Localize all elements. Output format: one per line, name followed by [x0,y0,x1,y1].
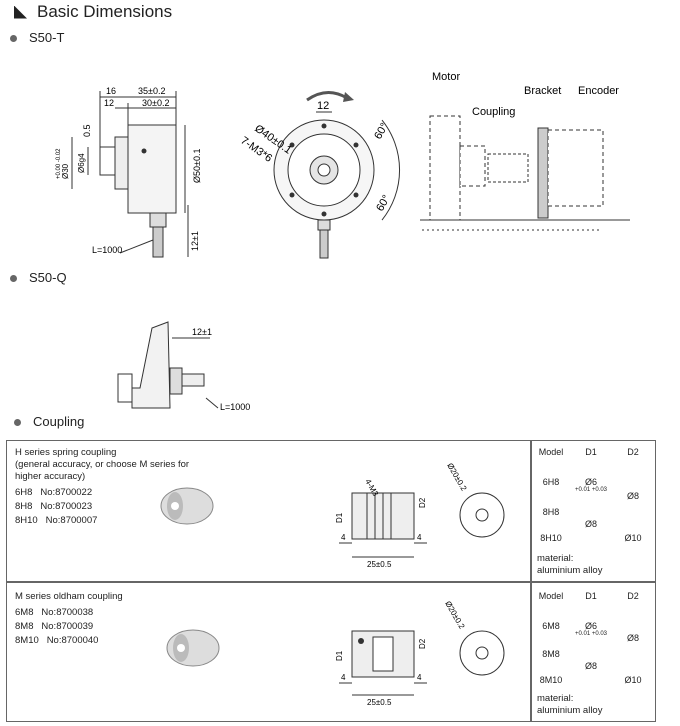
row-model: 6M8 [542,621,560,631]
h-item-3: 8H10 No:8700007 [15,515,98,526]
th-d1: D1 [585,591,597,601]
dim-35: 35±0.2 [138,86,165,96]
s50q-dim-12: 12±1 [192,327,212,337]
cell-d2: Ø8 [626,633,639,643]
h-dim-d1: D1 [335,512,344,523]
th-model: Model [538,447,564,457]
dim-shaft-tol: +0.00 -0.02 [56,148,62,179]
angle-2: 60° [374,193,393,213]
s50t-front-drawing: 12 Ø40±0.1 7-M3*6 60° 60° [238,91,400,259]
material-value: aluminium alloy [537,705,603,716]
dim-cable: L=1000 [92,245,122,255]
h-dim-4b: 4 [417,533,422,542]
cell-d2: Ø8 [626,491,639,501]
cell-d1: Ø6 [584,621,597,631]
section-s50q: S50-Q [10,270,67,285]
front-dim-12: 12 [317,100,329,112]
cell-d2: Ø10 [624,533,642,543]
h-coupling-drawing: 4-M3 D1 D2 4 4 25±0.5 Ø20±0.2 [335,462,505,569]
row-model: 6H8 [542,477,560,487]
dim-shaft-od: Ø30 [61,163,70,179]
m-coupling-photo-icon [166,629,220,667]
m-dim-4a: 4 [341,673,346,682]
material-value: aluminium alloy [537,565,603,576]
material-label: material: [537,553,574,564]
m-coupling-panel: M series oldham coupling 6M8 No:8700038 … [6,582,532,722]
th-d1: D1 [585,447,597,457]
cell-d1: Ø8 [584,519,597,529]
h-coupling-title: H series spring coupling [15,447,117,458]
cell-d1: Ø6 [584,477,597,487]
section-label: S50-T [29,30,65,45]
th-d2: D2 [627,447,639,457]
label-motor: Motor [432,71,460,83]
dim-30: 30±0.2 [142,98,169,108]
m-coupling-title: M series oldham coupling [15,591,123,602]
h-spec-table: Model D1 D2 6H8 8H8 8H10 Ø6 Ø8 Ø8 Ø10 +0… [530,440,656,582]
s50t-side-drawing: 16 35±0.2 12 30±0.2 0.5 Ø30 +0.00 -0.02 … [56,86,202,258]
dim-6g4: Ø6g4 [77,153,86,173]
m-dim-d1: D1 [335,650,344,661]
m-item-3: 8M10 No:8700040 [15,635,99,646]
label-encoder: Encoder [578,85,619,97]
section-s50t: S50-T [10,30,64,45]
m-dim-d2: D2 [418,638,427,649]
cell-tol: +0.01 +0.03 [574,487,608,493]
rotation-arrow-icon [343,92,354,102]
m-item-1: 6M8 No:8700038 [15,607,94,618]
cell-tol: +0.01 +0.03 [574,631,608,637]
h-dim-d2: D2 [418,497,427,508]
m-item-2: 8M8 No:8700039 [15,621,94,632]
th-model: Model [538,591,564,601]
m-dim-25: 25±0.5 [367,698,392,707]
dim-16: 16 [106,86,116,96]
m-dim-od: Ø20±0.2 [443,600,466,632]
dim-12b: 12±1 [190,231,200,251]
section-coupling: Coupling [14,414,84,429]
h-dim-25: 25±0.5 [367,560,392,569]
row-model: 8M10 [539,675,563,685]
mounting-diagram: Motor Bracket Encoder Coupling [420,71,630,231]
s50q-cable: L=1000 [220,402,250,412]
material-label: material: [537,693,574,704]
bullet-icon [10,275,17,283]
bullet-icon [10,35,17,43]
h-coupling-sub: (general accuracy, or choose M series fo… [15,459,190,482]
row-model: 8M8 [542,649,560,659]
h-item-1: 6H8 No:8700022 [15,487,93,498]
h-dim-4a: 4 [341,533,346,542]
section-label: S50-Q [29,270,67,285]
h-coupling-panel: H series spring coupling (general accura… [6,440,532,582]
h-coupling-photo-icon [160,487,214,525]
section-label: Coupling [33,414,85,429]
page-title: Basic Dimensions [37,2,173,21]
th-d2: D2 [627,591,639,601]
dim-12: 12 [104,98,114,108]
row-model: 8H10 [540,533,562,543]
h-dim-od: Ø20±0.2 [445,462,468,494]
dim-0-5: 0.5 [82,124,92,137]
header-icon [14,5,27,19]
s50q-drawing: 12±1 L=1000 [117,321,250,412]
dim-50: Ø50±0.1 [192,149,202,183]
h-item-2: 8H8 No:8700023 [15,501,93,512]
label-coupling: Coupling [472,106,515,118]
row-model: 8H8 [542,507,560,517]
m-coupling-drawing: D1 D2 4 4 25±0.5 Ø20±0.2 [335,600,505,707]
page-header: Basic Dimensions [14,2,172,22]
label-bracket: Bracket [524,85,561,97]
cell-d1: Ø8 [584,661,597,671]
m-dim-4b: 4 [417,673,422,682]
m-spec-table: Model D1 D2 6M8 8M8 8M10 Ø6 Ø8 Ø8 Ø10 +0… [530,582,656,722]
cell-d2: Ø10 [624,675,642,685]
bullet-icon [14,419,21,427]
angle-1: 60° [372,121,391,141]
